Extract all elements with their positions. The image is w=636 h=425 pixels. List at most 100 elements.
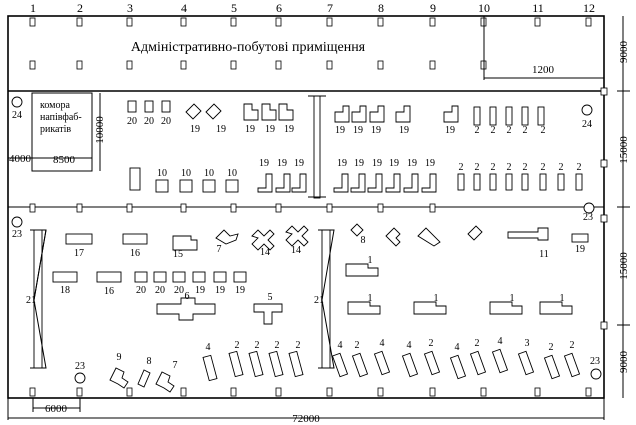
equipment-label: 19	[259, 158, 269, 169]
equipment-top-span	[127, 100, 583, 193]
equipment-label: 2	[491, 162, 496, 173]
building-outline	[7, 15, 605, 399]
storage-room	[31, 92, 93, 172]
dimension-label: 6000	[45, 403, 68, 415]
equipment-label: 8	[147, 356, 152, 367]
column-numbers: 1 2 3 4 5 6 7 8 9 10 11 12	[30, 1, 595, 15]
equipment-label: 19	[277, 158, 287, 169]
equipment-label: 24	[12, 110, 22, 121]
equipment-label: 24	[582, 119, 592, 130]
equipment-label: 2	[255, 340, 260, 351]
equipment-label: 2	[475, 338, 480, 349]
equipment-label: 19	[265, 124, 275, 135]
equipment-labels: 24 24 23 23 23 23 20 20 20 19 19 19 19 1…	[12, 110, 600, 372]
equipment-label: 20	[174, 285, 184, 296]
equipment-label: 4	[206, 342, 211, 353]
column-markers	[29, 17, 608, 397]
equipment-bottom-row	[109, 348, 581, 393]
marker-circles	[11, 96, 602, 384]
equipment-label: 2	[559, 162, 564, 173]
equipment-label: 19	[399, 125, 409, 136]
equipment-label: 19	[235, 285, 245, 296]
equipment-label: 19	[337, 158, 347, 169]
equipment-label: 10	[227, 168, 237, 179]
equipment-label: 1	[368, 255, 373, 266]
equipment-label: 2	[296, 340, 301, 351]
dimension-label: 15000	[618, 136, 630, 164]
equipment-label: 18	[60, 285, 70, 296]
column-number: 11	[532, 1, 544, 15]
equipment-label: 1	[510, 293, 515, 304]
equipment-label: 21	[26, 295, 36, 306]
equipment-label: 19	[215, 285, 225, 296]
equipment-label: 19	[425, 158, 435, 169]
crane-beam	[308, 95, 326, 199]
equipment-label: 8	[361, 235, 366, 246]
equipment-label: 10	[181, 168, 191, 179]
equipment-label: 23	[75, 361, 85, 372]
equipment-label: 20	[161, 116, 171, 127]
equipment-label: 2	[541, 162, 546, 173]
equipment-label: 19	[335, 125, 345, 136]
equipment-label: 19	[353, 125, 363, 136]
equipment-label: 19	[354, 158, 364, 169]
crane-symbol	[318, 229, 335, 369]
equipment-label: 15	[173, 249, 183, 260]
admin-block-title: Адміністративно-побутові приміщення	[131, 40, 366, 55]
dimension-label: 72000	[292, 413, 320, 425]
column-number: 3	[127, 1, 133, 15]
equipment-label: 2	[235, 340, 240, 351]
dimension-label: 8500	[53, 154, 76, 166]
equipment-label: 19	[407, 158, 417, 169]
equipment-label: 2	[523, 125, 528, 136]
equipment-label: 11	[539, 249, 549, 260]
equipment-label: 7	[173, 360, 178, 371]
dimension-label: 4000	[9, 153, 32, 165]
equipment-label: 23	[583, 212, 593, 223]
equipment-label: 14	[291, 245, 301, 256]
equipment-label: 5	[268, 292, 273, 303]
storage-room-label: напівфаб-	[40, 112, 82, 123]
equipment-label: 2	[507, 125, 512, 136]
equipment-label: 19	[245, 124, 255, 135]
equipment-label: 1	[368, 293, 373, 304]
equipment-label: 4	[498, 336, 503, 347]
right-dimensions: 9000 15000 15000 9000	[617, 16, 630, 398]
column-number: 1	[30, 1, 36, 15]
equipment-label: 23	[590, 356, 600, 367]
equipment-label: 19	[389, 158, 399, 169]
equipment-label: 2	[429, 338, 434, 349]
equipment-label: 7	[217, 244, 222, 255]
column-number: 9	[430, 1, 436, 15]
equipment-label: 19	[371, 125, 381, 136]
equipment-label: 16	[104, 286, 114, 297]
equipment-label: 1	[560, 293, 565, 304]
storage-room-labels: комора напівфаб- рикатів 8500 10000 4000	[8, 93, 106, 171]
equipment-label: 19	[575, 244, 585, 255]
equipment-label: 20	[136, 285, 146, 296]
equipment-label: 2	[570, 340, 575, 351]
equipment-label: 19	[195, 285, 205, 296]
equipment-label: 19	[294, 158, 304, 169]
equipment-label: 20	[144, 116, 154, 127]
equipment-label: 2	[275, 340, 280, 351]
equipment-label: 19	[216, 124, 226, 135]
equipment-label: 20	[155, 285, 165, 296]
column-number: 2	[77, 1, 83, 15]
column-number: 8	[378, 1, 384, 15]
equipment-label: 2	[475, 162, 480, 173]
equipment-label: 2	[355, 340, 360, 351]
storage-room-label: комора	[40, 100, 70, 111]
dimension-label: 9000	[618, 41, 630, 64]
crane-symbol	[30, 229, 47, 369]
equipment-label: 1	[434, 293, 439, 304]
equipment-label: 3	[525, 338, 530, 349]
storage-room-label: рикатів	[40, 124, 71, 135]
equipment-middle-span	[52, 223, 589, 325]
equipment-label: 16	[130, 248, 140, 259]
equipment-label: 23	[12, 229, 22, 240]
dimension-label: 9000	[618, 351, 630, 374]
equipment-label: 19	[190, 124, 200, 135]
equipment-label: 17	[74, 248, 84, 259]
equipment-label: 4	[407, 340, 412, 351]
